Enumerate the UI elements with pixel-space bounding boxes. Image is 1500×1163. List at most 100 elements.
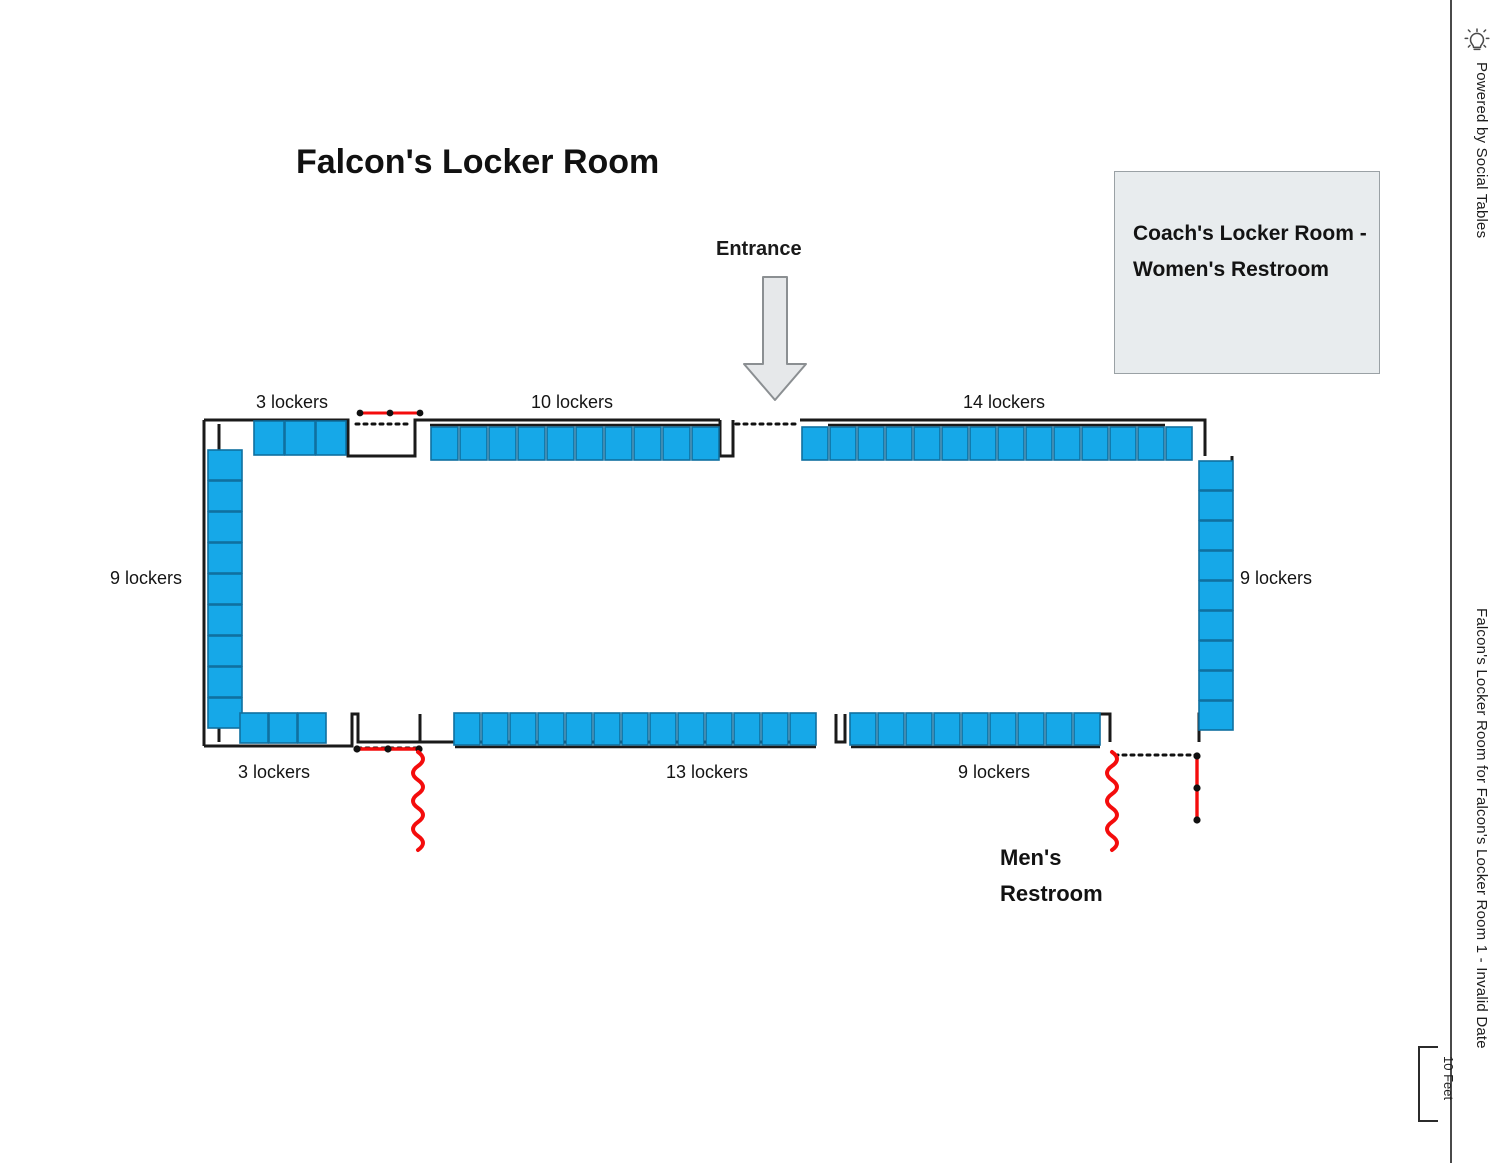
right-bank[interactable]: [1198, 460, 1234, 731]
locker-cell: [1198, 520, 1234, 551]
locker-cell: [913, 426, 941, 461]
locker-cell: [453, 712, 481, 746]
locker-cell: [933, 712, 961, 746]
locker-cell: [857, 426, 885, 461]
locker-cell: [691, 426, 720, 461]
wall-entrance-left-jamb: [718, 420, 735, 458]
locker-cell: [284, 420, 316, 456]
top-middle-bank[interactable]: [430, 423, 720, 461]
locker-cell: [575, 426, 604, 461]
dimension-midpoint: [386, 409, 394, 417]
locker-cell: [849, 712, 877, 746]
page-title: Falcon's Locker Room: [296, 143, 660, 181]
locker-cell: [829, 426, 857, 461]
legend-box[interactable]: Coach's Locker Room - Women's Restroom: [1114, 171, 1380, 374]
bottom-right-bank[interactable]: [849, 712, 1101, 749]
down-arrow-icon: [743, 276, 807, 401]
locker-cell: [239, 712, 269, 744]
locker-cell: [481, 712, 509, 746]
locker-cell: [517, 426, 546, 461]
left-bank[interactable]: [207, 449, 243, 729]
mens-restroom-label: Men's Restroom: [1000, 845, 1103, 906]
locker-cell: [207, 449, 243, 481]
locker-cell: [565, 712, 593, 746]
top-left-bank[interactable]: [253, 420, 347, 456]
locker-cell: [207, 697, 243, 729]
locker-cell: [207, 480, 243, 512]
bottom-left-bank[interactable]: [239, 712, 327, 744]
locker-cell: [488, 426, 517, 461]
locker-cell: [297, 712, 327, 744]
wall-bottom-mid-right: [834, 714, 847, 744]
footer-caption: Falcon's Locker Room for Falcon's Locker…: [1473, 608, 1490, 1049]
locker-cell: [961, 712, 989, 746]
locker-cell: [1198, 460, 1234, 491]
locker-cell: [207, 542, 243, 574]
locker-cell: [1017, 712, 1045, 746]
label-left-bank: 9 lockers: [110, 568, 183, 588]
locker-cell: [761, 712, 789, 746]
dimension-endpoint: [353, 745, 361, 753]
locker-cell: [509, 712, 537, 746]
locker-cell: [1053, 426, 1081, 461]
locker-cell: [1165, 426, 1193, 461]
locker-cell: [207, 511, 243, 543]
locker-cell: [877, 712, 905, 746]
locker-cell: [1045, 712, 1073, 746]
locker-cell: [733, 712, 761, 746]
locker-cell: [662, 426, 691, 461]
locker-cell: [207, 573, 243, 605]
locker-cell: [649, 712, 677, 746]
locker-cell: [459, 426, 488, 461]
locker-cell: [1073, 712, 1101, 746]
locker-cell: [430, 426, 459, 461]
wall-top-left: [204, 418, 720, 458]
dimension-endpoint: [356, 409, 364, 417]
door-swing-markers: [411, 750, 1119, 852]
walls: [202, 418, 1234, 748]
locker-cell: [633, 426, 662, 461]
locker-cell: [905, 712, 933, 746]
locker-cell: [207, 635, 243, 667]
top-right-bank[interactable]: [801, 423, 1193, 461]
dimension-endpoint: [1193, 752, 1201, 760]
dimension-midpoint: [1193, 784, 1201, 792]
locker-cell: [546, 426, 575, 461]
scale-bar: [1418, 1046, 1438, 1122]
locker-cell: [1025, 426, 1053, 461]
dimension-endpoint: [416, 409, 424, 417]
locker-cell: [989, 712, 1017, 746]
dimension-midpoint: [384, 745, 392, 753]
locker-cell: [1198, 670, 1234, 701]
bottom-middle-bank[interactable]: [453, 712, 817, 749]
locker-cell: [268, 712, 298, 744]
label-top-right-bank: 14 lockers: [963, 392, 1046, 412]
door-swing-spring-left: [411, 750, 425, 852]
locker-cell: [253, 420, 285, 456]
locker-cell: [1198, 550, 1234, 581]
locker-cell: [941, 426, 969, 461]
powered-by-label: Powered by Social Tables: [1473, 62, 1490, 239]
door-swing-spring-right: [1105, 750, 1119, 852]
doors: [354, 422, 1198, 757]
label-bottom-middle-bank: 13 lockers: [666, 762, 749, 782]
scale-bar-label: 10 Feet: [1441, 1056, 1456, 1101]
locker-cell: [604, 426, 633, 461]
locker-cell: [1198, 700, 1234, 731]
locker-cell: [677, 712, 705, 746]
locker-cell: [593, 712, 621, 746]
locker-cell: [1081, 426, 1109, 461]
right-rail: Powered by Social Tables Falcon's Locker…: [1450, 0, 1500, 1163]
wall-top-right: [800, 418, 1207, 456]
dimension-lines: [353, 409, 1201, 824]
label-right-bank: 9 lockers: [1240, 568, 1313, 588]
legend-label: Coach's Locker Room - Women's Restroom: [1133, 222, 1367, 281]
locker-cell: [315, 420, 347, 456]
floorplan-drawing[interactable]: [0, 0, 1440, 1163]
label-bottom-left-bank: 3 lockers: [238, 762, 311, 782]
locker-cell: [885, 426, 913, 461]
label-bottom-right-bank: 9 lockers: [958, 762, 1031, 782]
locker-cell: [1198, 490, 1234, 521]
lightbulb-icon: [1464, 28, 1490, 51]
